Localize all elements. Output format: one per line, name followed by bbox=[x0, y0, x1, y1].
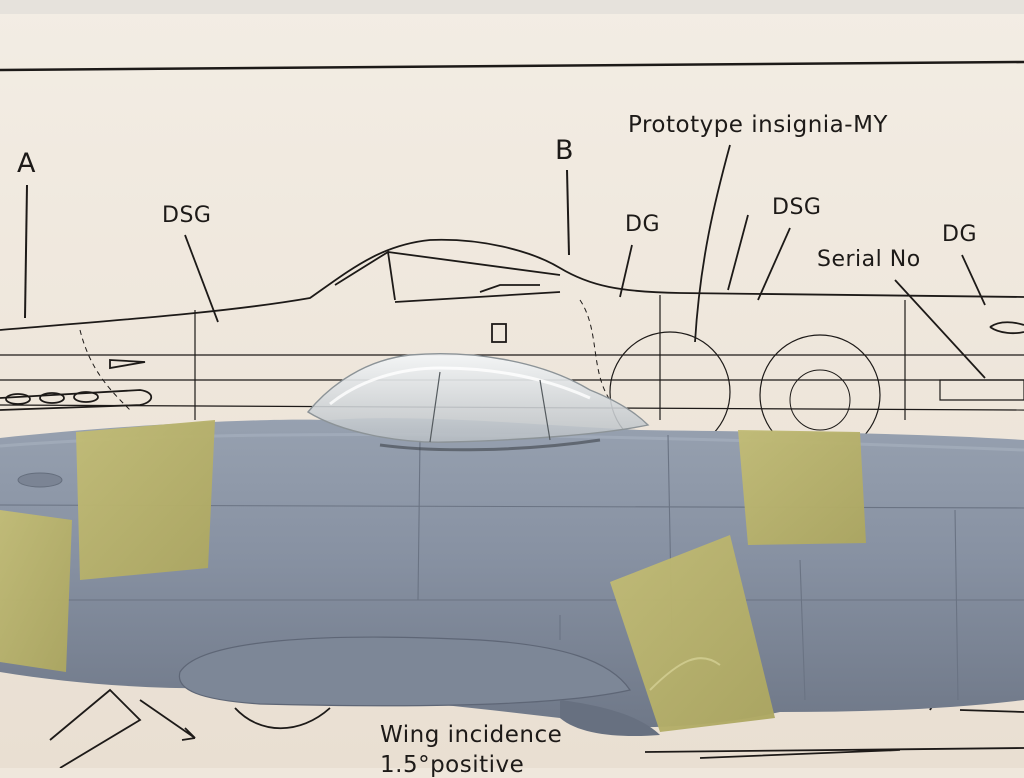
drawing-tail-fin bbox=[989, 321, 1024, 335]
border-line bbox=[0, 60, 1024, 72]
tape-crease bbox=[649, 657, 721, 691]
masking-tape-4 bbox=[610, 535, 775, 732]
drawing-cockpit-sill bbox=[479, 284, 540, 293]
drawing-aft-box bbox=[939, 379, 1024, 401]
drawing-exhaust-stack-1 bbox=[5, 393, 31, 405]
label-serial-no: Serial No bbox=[817, 247, 921, 272]
clear-canopy bbox=[306, 353, 650, 452]
canopy-shell bbox=[306, 353, 650, 443]
leader-dsg-left bbox=[184, 234, 219, 323]
drawing-wheel-2-hub bbox=[789, 369, 851, 431]
label-wing-incidence: Wing incidence bbox=[380, 722, 563, 748]
drawing-panel-small bbox=[491, 323, 507, 343]
drawing-canopy-line bbox=[394, 291, 561, 303]
masking-tape-group bbox=[0, 420, 866, 732]
drawing-intake bbox=[109, 359, 146, 370]
leader-dsg-right bbox=[757, 227, 791, 301]
wing-root-fillet bbox=[178, 636, 631, 707]
leader-b bbox=[566, 169, 570, 256]
drawing-lower-strut bbox=[49, 688, 142, 768]
drawing-dashed-line bbox=[79, 299, 611, 411]
leader-dg-center bbox=[619, 244, 633, 298]
label-dg-center: DG bbox=[625, 212, 660, 237]
canopy-base-shadow bbox=[379, 438, 601, 452]
leader-prototype bbox=[694, 144, 731, 343]
label-dsg-left: DSG bbox=[162, 203, 212, 228]
wall-strip bbox=[0, 0, 1024, 14]
masking-tape-2 bbox=[76, 420, 215, 580]
leader-serial bbox=[894, 279, 986, 379]
label-dsg-right: DSG bbox=[772, 195, 822, 220]
drawing-exhaust-stack-3 bbox=[73, 391, 99, 403]
wing-root-shadow bbox=[560, 700, 660, 737]
leader-dg-right bbox=[961, 254, 986, 306]
masking-tape-3 bbox=[738, 430, 866, 545]
fuselage-blister bbox=[17, 472, 63, 488]
drawing-exhaust bbox=[0, 389, 153, 411]
leader-antenna bbox=[727, 214, 749, 291]
label-b: B bbox=[555, 135, 575, 166]
drawing-lower-arc bbox=[234, 707, 331, 729]
drawing-exhaust-stack-2 bbox=[39, 392, 65, 404]
masking-tape-1 bbox=[0, 510, 72, 672]
drawing-fuselage-top bbox=[0, 238, 1024, 331]
drawing-canopy-frame bbox=[334, 250, 561, 301]
drawing-lower-arrow bbox=[139, 699, 196, 741]
canopy-reflection bbox=[329, 366, 591, 406]
label-positive: 1.5°positive bbox=[380, 752, 525, 778]
label-dg-right: DG bbox=[942, 222, 977, 247]
canopy-frame-inner bbox=[429, 371, 551, 443]
label-a: A bbox=[17, 148, 36, 179]
label-prototype-insignia: Prototype insignia-MY bbox=[628, 112, 888, 138]
leader-a bbox=[24, 184, 28, 319]
